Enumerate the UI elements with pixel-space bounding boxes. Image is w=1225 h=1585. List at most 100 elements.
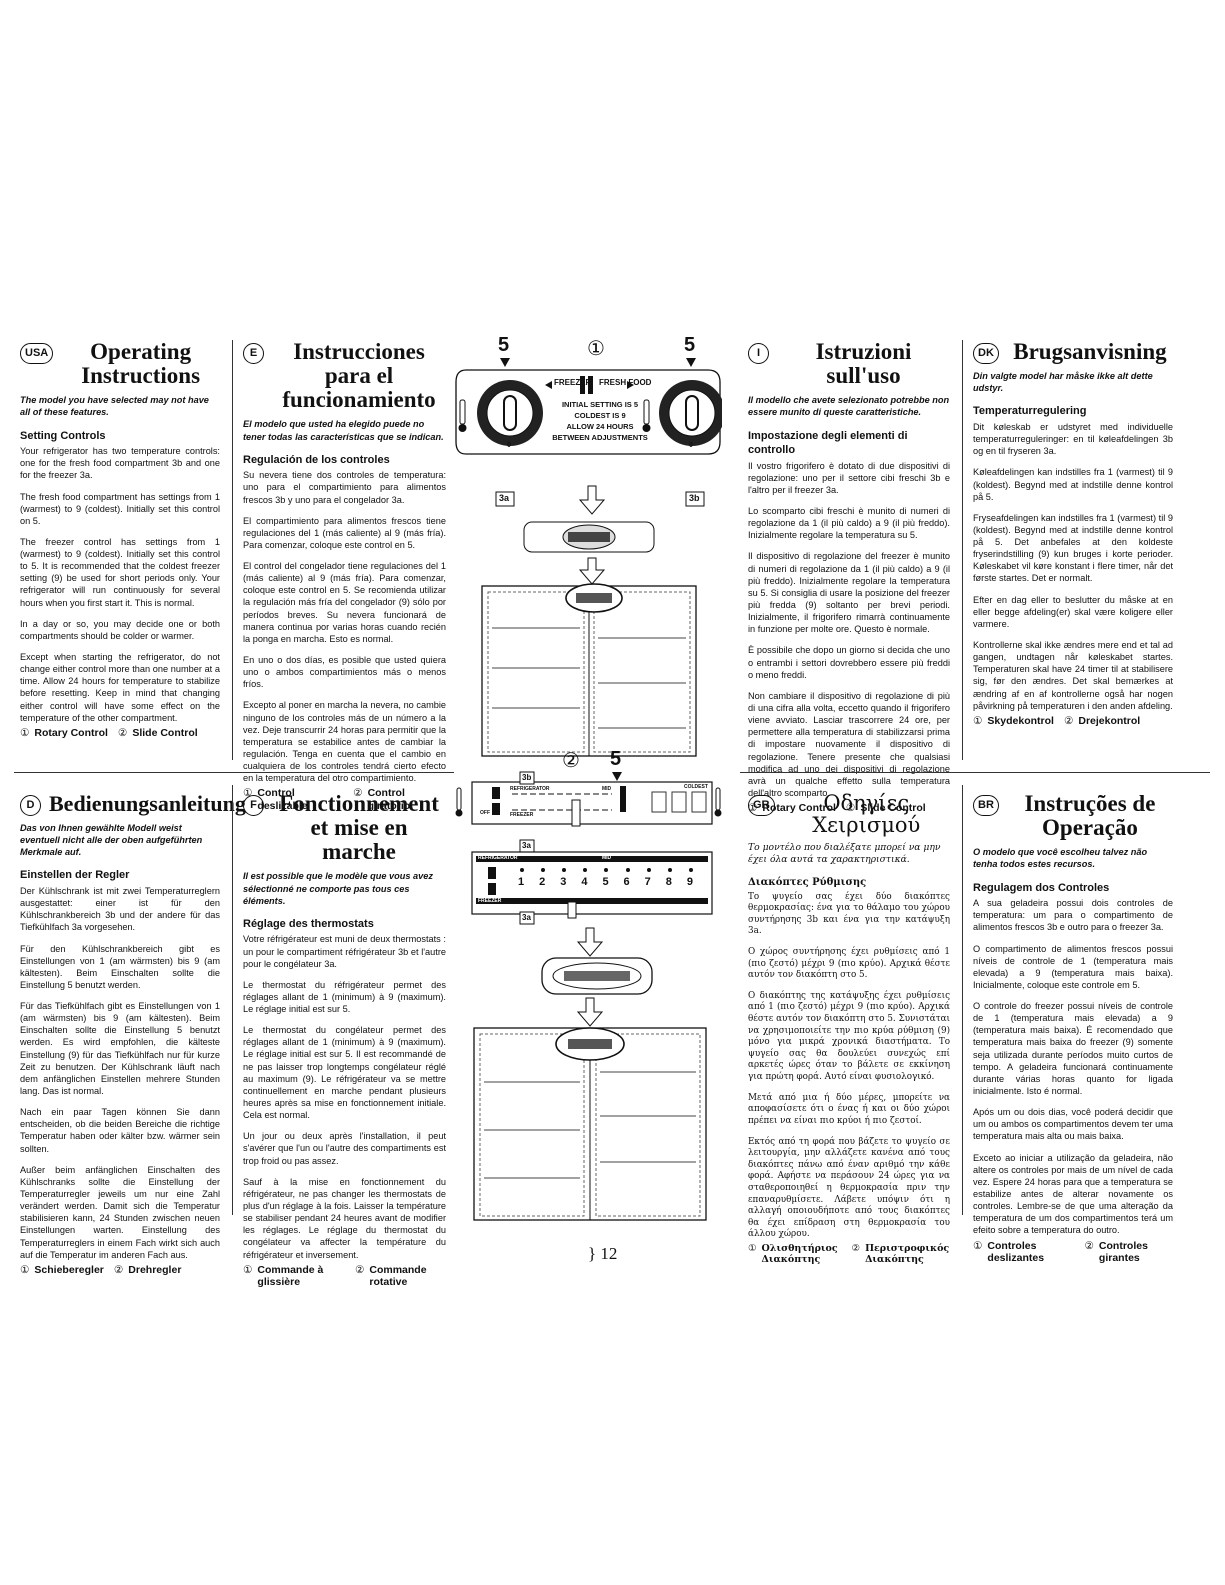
- paragraph: Kontrollerne skal ikke ændres mere end e…: [973, 640, 1173, 711]
- paragraph: Após um ou dois dias, você poderá decidi…: [973, 1107, 1173, 1142]
- paragraph: Εκτός από τη φορά που βάζετε το ψυγείο σ…: [748, 1136, 950, 1240]
- section-title: Bedienungsanleitung: [49, 791, 246, 816]
- pointer-arrow: [500, 358, 510, 367]
- section-title: Instruções de Operação: [1024, 791, 1156, 841]
- section-title: Istruzioni sull'uso: [815, 339, 912, 389]
- dial-panel-illustration: [455, 369, 722, 757]
- scale-number: 4: [581, 876, 588, 888]
- paragraph: Il vostro frigorifero è dotato di due di…: [748, 460, 950, 495]
- legend-label: Περιστροφικός Διακόπτης: [865, 1243, 950, 1265]
- legend-label: Slide Control: [132, 726, 198, 739]
- section-intro: Il modello che avete selezionato potrebb…: [748, 395, 950, 418]
- scale-number: 7: [644, 876, 651, 888]
- section-subhead: Regulación de los controles: [243, 453, 390, 466]
- paragraph: Le thermostat du réfrigérateur permet de…: [243, 979, 446, 1015]
- paragraph: Für den Kühlschrankbereich gibt es Einst…: [20, 943, 220, 990]
- pointer-arrow: [612, 772, 622, 781]
- paragraph: Exceto ao iniciar a utilização da gelade…: [973, 1152, 1173, 1236]
- dial-note: BETWEEN ADJUSTMENTS: [552, 433, 648, 442]
- freezer-label: FREEZER: [554, 378, 592, 387]
- section-it: I Istruzioni sull'uso Il modello che ave…: [748, 339, 950, 815]
- paragraph: Το ψυγείο σας έχει δύο διακόπτες θερμοκρ…: [748, 891, 950, 937]
- callout-3b: 3b: [689, 493, 700, 503]
- row-divider: [740, 772, 1210, 773]
- paragraph: Für das Tiefkühlfach gibt es Einstellung…: [20, 1001, 220, 1097]
- callout-3a: 3a: [499, 493, 510, 503]
- section-subhead: Setting Controls: [20, 429, 106, 442]
- legend-label: Schieberegler: [34, 1263, 104, 1276]
- scale-dot: [520, 868, 524, 872]
- paragraph: Außer beim anfänglichen Einschalten des …: [20, 1164, 220, 1260]
- paragraph: En uno o dos días, es posible que usted …: [243, 655, 446, 690]
- paragraph: Sauf à la mise en fonctionnement du réfr…: [243, 1176, 446, 1260]
- section-subhead: Regulagem dos Controles: [973, 881, 1110, 894]
- paragraph: Nach ein paar Tagen können Sie dann ents…: [20, 1107, 220, 1154]
- fresh-food-label: FRESH FOOD: [599, 378, 652, 387]
- paragraph: Dit køleskab er udstyret med individuell…: [973, 421, 1173, 457]
- column-divider: [962, 785, 963, 1215]
- paragraph: Fryseafdelingen kan indstilles fra 1 (va…: [973, 512, 1173, 584]
- paragraph: El compartimiento para alimentos frescos…: [243, 515, 446, 550]
- paragraph: Except when starting the refrigerator, d…: [20, 652, 220, 723]
- scale-number: 3: [560, 876, 567, 888]
- section-intro: The model you have selected may not have…: [20, 395, 209, 418]
- off-label: OFF: [480, 810, 490, 816]
- scale-number: 2: [539, 876, 546, 888]
- section-subhead: Réglage des thermostats: [243, 917, 374, 930]
- paragraph: Der Kühlschrank ist mit zwei Temperaturr…: [20, 885, 220, 933]
- section-intro: Din valgte model har måske ikke alt dett…: [973, 371, 1153, 394]
- paragraph: Il dispositivo di regolazione del freeze…: [748, 551, 950, 635]
- refrigerator-label: REFRIGERATOR: [478, 855, 518, 861]
- scale-dot: [646, 868, 651, 872]
- lang-badge: F: [243, 795, 264, 816]
- scale-dot: [562, 868, 567, 872]
- section-fr: F Fonctionnement et mise en marche Il es…: [243, 791, 446, 1288]
- section-es: E Instrucciones para el funcionamiento E…: [243, 339, 446, 812]
- scale-dot: [625, 868, 630, 872]
- setting-number: 5: [610, 748, 622, 770]
- paragraph: Køleafdelingen kan indstilles fra 1 (var…: [973, 467, 1173, 502]
- section-de: D Bedienungsanleitung Das von Ihnen gewä…: [20, 792, 246, 1276]
- dial-note: ALLOW 24 HOURS: [566, 422, 634, 431]
- freezer-label: FREEZER: [510, 812, 534, 818]
- paragraph: Efter en dag eller to beslutter du måske…: [973, 594, 1173, 629]
- scale-dot: [604, 868, 609, 872]
- lang-badge: DK: [973, 343, 999, 364]
- scale-dot: [541, 868, 546, 872]
- column-divider: [232, 785, 233, 1215]
- callout-3a: 3a: [522, 913, 531, 922]
- pointer-arrow: [686, 358, 696, 367]
- lang-badge: BR: [973, 795, 999, 816]
- section-usa: USA Operating Instructions The model you…: [20, 339, 220, 739]
- slide-panel-illustration: [455, 771, 722, 1221]
- mid-label: MID: [602, 855, 612, 861]
- scale-number: 6: [623, 876, 630, 888]
- paragraph: È possibile che dopo un giorno si decida…: [748, 645, 950, 680]
- section-title: Operating Instructions: [81, 339, 201, 389]
- lang-badge: USA: [20, 343, 54, 364]
- scale-number: 8: [665, 876, 672, 888]
- section-br: BR Instruções de Operação O modelo que v…: [973, 791, 1173, 1264]
- lang-badge: GR: [748, 795, 775, 816]
- section-title: Fonctionnement et mise en marche: [279, 791, 439, 865]
- section-intro: O modelo que você escolheu talvez não te…: [973, 847, 1148, 870]
- paragraph: El control del congelador tiene regulaci…: [243, 561, 446, 644]
- paragraph: Non cambiare il dispositivo di regolazio…: [748, 690, 950, 798]
- callout-3b: 3b: [522, 773, 532, 782]
- section-dk: DK Brugsanvisning Din valgte model har m…: [973, 339, 1173, 727]
- callout-number: ②: [562, 750, 580, 772]
- freezer-label: FREEZER: [478, 898, 502, 904]
- diagram-slides: ② 5: [452, 748, 724, 1222]
- dial-zero: 0: [689, 442, 693, 449]
- dial-zero: 0: [507, 442, 511, 449]
- paragraph: In a day or so, you may decide one or bo…: [20, 618, 220, 641]
- scale-dot: [667, 868, 672, 872]
- section-title: Instrucciones para el funcionamiento: [282, 339, 436, 413]
- scale-dot: [688, 868, 693, 872]
- paragraph: Ο διακόπτης της κατάψυξης έχει ρυθμίσεις…: [748, 990, 950, 1083]
